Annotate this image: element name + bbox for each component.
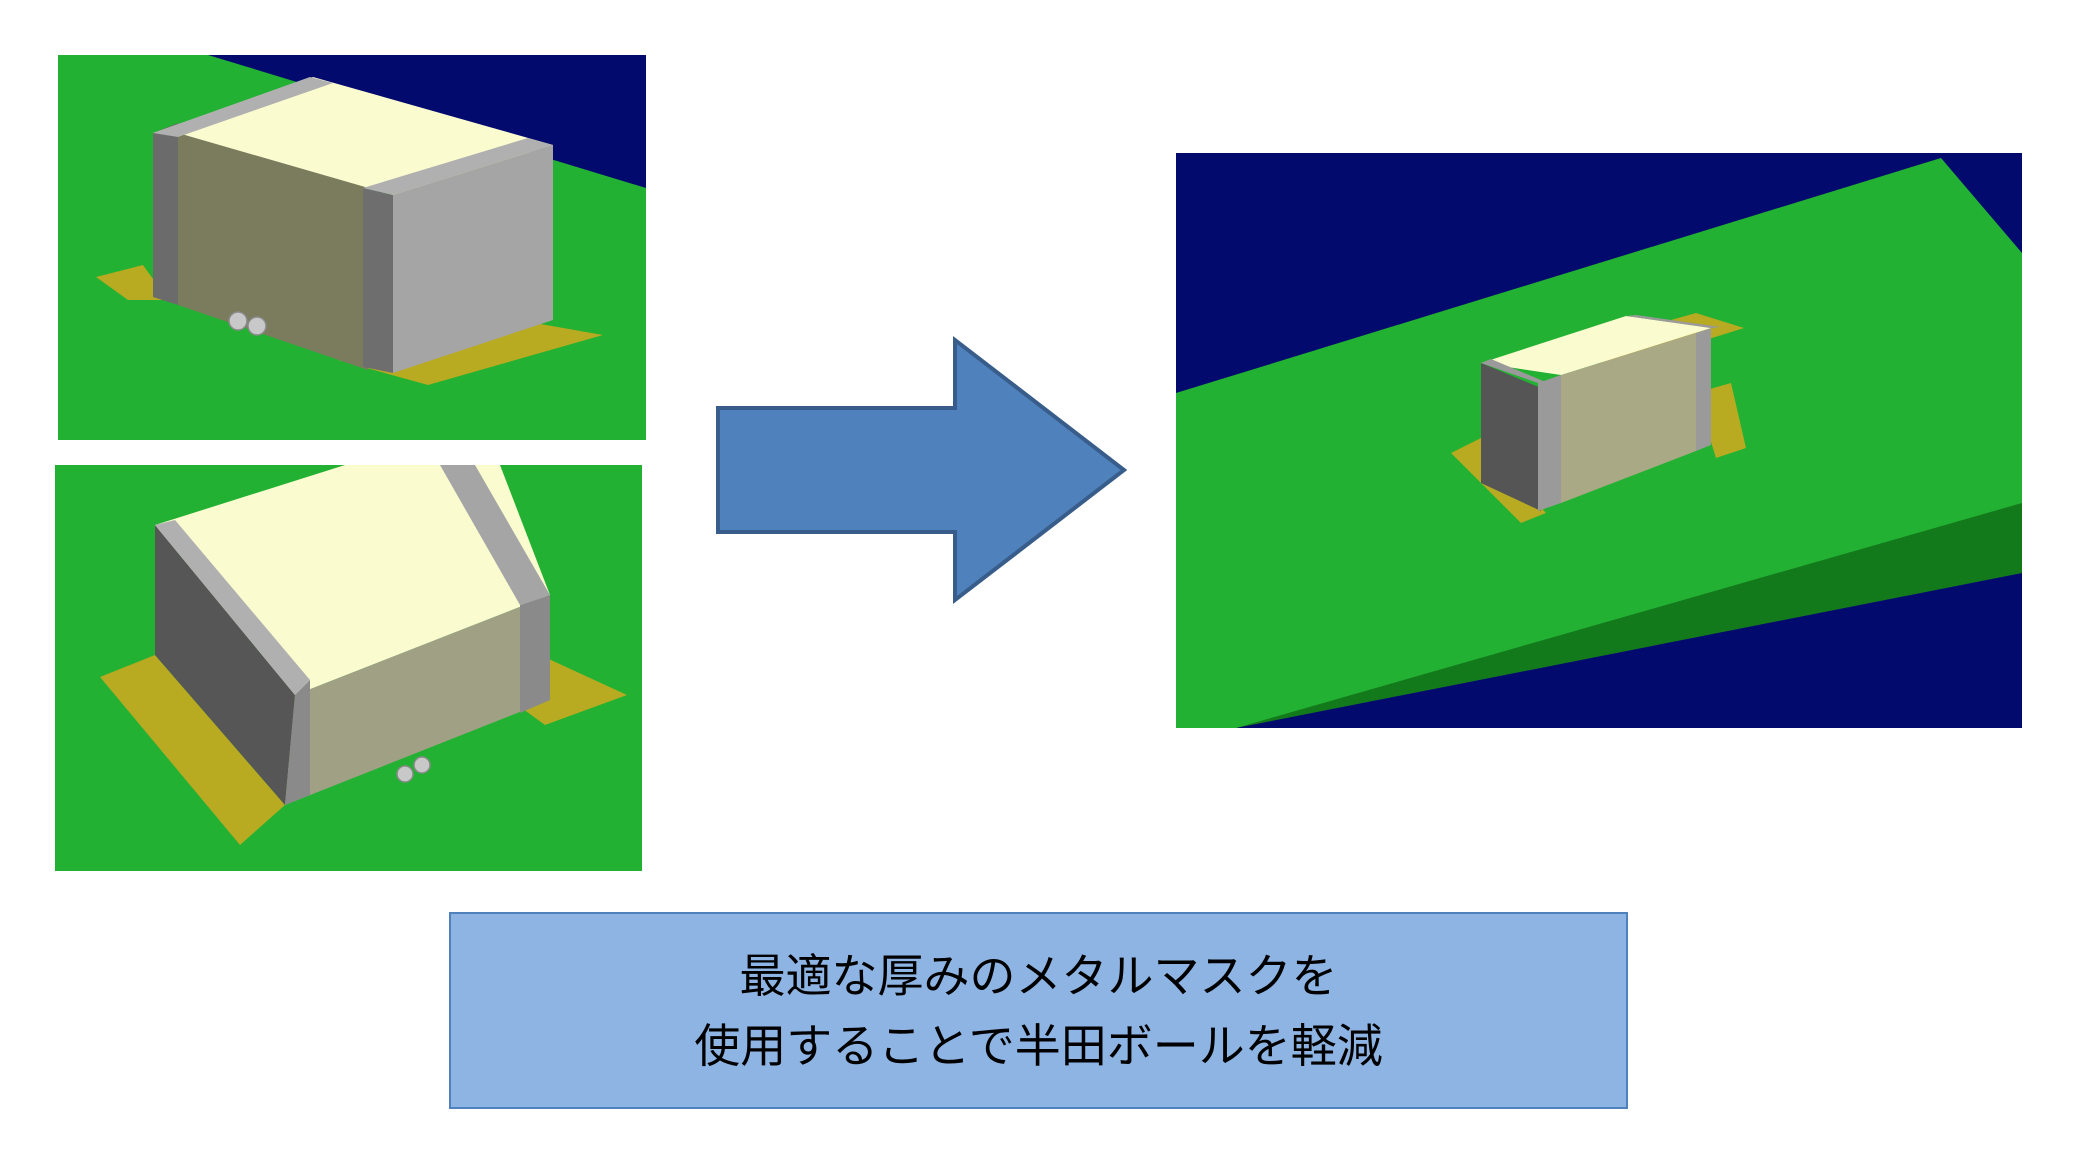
chip-render-with-solder-balls xyxy=(55,465,642,871)
caption-line-2: 使用することで半田ボールを軽減 xyxy=(694,1018,1383,1073)
before-image-top xyxy=(58,55,646,440)
chip-render-without-solder-balls xyxy=(1176,153,2022,728)
caption-box: 最適な厚みのメタルマスクを 使用することで半田ボールを軽減 xyxy=(449,912,1628,1109)
right-arrow-icon xyxy=(710,335,1130,605)
chip-render-with-solder-balls xyxy=(58,55,646,440)
before-image-bottom xyxy=(55,465,642,871)
caption-line-1: 最適な厚みのメタルマスクを xyxy=(739,948,1338,1003)
after-image xyxy=(1176,153,2022,728)
